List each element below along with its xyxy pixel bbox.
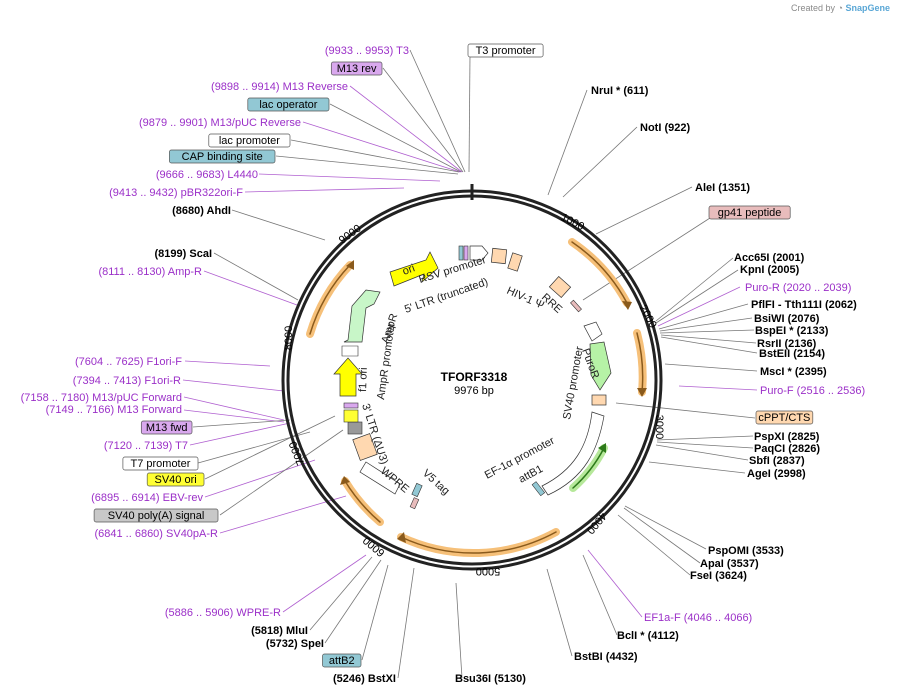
label-left-5-feature[interactable]: lac promoter	[219, 135, 280, 147]
label-left-26-box	[322, 653, 362, 668]
label-right-6-enzyme[interactable]: KpnI (2005)	[740, 264, 800, 276]
label-ori: ori	[401, 262, 417, 277]
label-left-11-primer[interactable]: (8111 .. 8130) Amp-R	[98, 266, 202, 278]
label-right-8-enzyme[interactable]: PflFI - Tth111I (2062)	[751, 299, 857, 311]
label-right-10-enzyme[interactable]: BspEI * (2133)	[755, 325, 829, 337]
label-ampr: AmpR	[379, 312, 400, 345]
label-left-16-feature[interactable]: M13 fwd	[146, 422, 188, 434]
label-left-25-enzyme[interactable]: (5732) SpeI	[266, 638, 324, 650]
label-f1-ori: f1 ori	[357, 367, 370, 392]
tick-label: 8000	[283, 326, 295, 350]
label-left-19-feature[interactable]: SV40 ori	[154, 474, 196, 486]
label-left-5-box	[208, 133, 291, 148]
label-left-13-primer[interactable]: (7394 .. 7413) F1ori-R	[73, 375, 181, 387]
label-left-26-feature[interactable]: attB2	[329, 655, 355, 667]
label-left-6-box	[169, 149, 276, 164]
label-right-19-enzyme[interactable]: AgeI (2998)	[747, 468, 806, 480]
label-left-2-primer[interactable]: (9898 .. 9914) M13 Reverse	[211, 81, 348, 93]
label-right-1-enzyme[interactable]: NruI * (611)	[591, 85, 649, 97]
label-left-18-feature[interactable]: T7 promoter	[130, 458, 190, 470]
label-right-4-feature[interactable]: gp41 peptide	[718, 207, 782, 219]
label-5-ltr: 5' LTR (truncated)	[403, 276, 490, 316]
label-right-24-enzyme[interactable]: BclI * (4112)	[617, 630, 679, 642]
label-left-0-primer[interactable]: (9933 .. 9953) T3	[325, 45, 409, 57]
label-left-10-enzyme[interactable]: (8199) ScaI	[155, 248, 212, 260]
label-right-26-enzyme[interactable]: Bsu36I (5130)	[455, 673, 526, 685]
inner-features	[333, 245, 612, 510]
label-left-1-feature[interactable]: M13 rev	[337, 63, 377, 75]
label-right-23-primer[interactable]: EF1a-F (4046 .. 4066)	[644, 612, 752, 624]
label-right-22-enzyme[interactable]: FseI (3624)	[690, 570, 747, 582]
label-left-17-primer[interactable]: (7120 .. 7139) T7	[104, 440, 188, 452]
label-left-21-box	[93, 508, 219, 523]
label-left-7-primer[interactable]: (9666 .. 9683) L4440	[156, 169, 258, 181]
label-right-5-enzyme[interactable]: Acc65I (2001)	[734, 252, 805, 264]
label-attb1: attB1	[517, 463, 545, 486]
label-left-22-primer[interactable]: (6841 .. 6860) SV40pA-R	[94, 528, 218, 540]
label-right-16-enzyme[interactable]: PspXI (2825)	[754, 431, 820, 443]
label-right-18-enzyme[interactable]: SbfI (2837)	[749, 455, 805, 467]
label-right-21-enzyme[interactable]: ApaI (3537)	[700, 558, 759, 570]
snapgene-brand: SnapGene	[845, 3, 890, 13]
label-right-0-feature[interactable]: T3 promoter	[476, 45, 536, 57]
label-left-24-enzyme[interactable]: (5818) MluI	[251, 625, 308, 637]
label-right-9-enzyme[interactable]: BsiWI (2076)	[754, 313, 820, 325]
label-left-4-primer[interactable]: (9879 .. 9901) M13/pUC Reverse	[139, 117, 301, 129]
leader-lines	[182, 49, 758, 679]
label-right-20-enzyme[interactable]: PspOMI (3533)	[708, 545, 784, 557]
plasmid-length: 9976 bp	[454, 385, 494, 397]
label-right-12-enzyme[interactable]: BstEII (2154)	[759, 348, 825, 360]
label-left-9-enzyme[interactable]: (8680) AhdI	[172, 205, 231, 217]
label-right-3-enzyme[interactable]: AleI (1351)	[695, 182, 750, 194]
label-right-13-enzyme[interactable]: MscI * (2395)	[760, 366, 827, 378]
label-left-1-box	[330, 61, 383, 76]
tick-label: 5000	[476, 565, 500, 577]
label-left-6-feature[interactable]: CAP binding site	[182, 151, 263, 163]
label-right-7-primer[interactable]: Puro-R (2020 .. 2039)	[745, 282, 851, 294]
label-left-16-box	[140, 420, 193, 435]
created-by-credit: Created by ◔ SnapGene	[791, 3, 890, 13]
label-right-14-primer[interactable]: Puro-F (2516 .. 2536)	[760, 385, 865, 397]
label-right-2-enzyme[interactable]: NotI (922)	[640, 122, 690, 134]
snapgene-logo-icon: ◔	[837, 3, 843, 13]
tick-label: 3000	[653, 415, 665, 439]
label-right-11-enzyme[interactable]: RsrII (2136)	[757, 338, 817, 350]
label-left-19-box	[146, 472, 205, 487]
label-left-8-primer[interactable]: (9413 .. 9432) pBR322ori-F	[109, 187, 243, 199]
label-right-17-enzyme[interactable]: PaqCI (2826)	[754, 443, 820, 455]
label-sv40-promoter: SV40 promoter	[561, 345, 586, 420]
label-left-14-primer[interactable]: (7158 .. 7180) M13/pUC Forward	[21, 392, 182, 404]
credit-text: Created by	[790, 3, 836, 13]
label-left-15-primer[interactable]: (7149 .. 7166) M13 Forward	[46, 404, 182, 416]
tick-label: 2000	[637, 303, 659, 330]
orf-arrows	[306, 238, 647, 558]
left-labels: (9933 .. 9953) T3 M13 rev (9898 .. 9914) M…	[21, 45, 409, 685]
tick-label: 1000	[559, 211, 586, 233]
label-right-25-enzyme[interactable]: BstBI (4432)	[574, 651, 638, 663]
label-left-23-primer[interactable]: (5886 .. 5906) WPRE-R	[165, 607, 281, 619]
label-left-21-feature[interactable]: SV40 poly(A) signal	[108, 510, 205, 522]
label-right-15-feature[interactable]: cPPT/CTS	[758, 412, 810, 424]
label-right-0-box	[467, 43, 544, 58]
label-left-20-primer[interactable]: (6895 .. 6914) EBV-rev	[91, 492, 203, 504]
label-left-18-box	[122, 456, 199, 471]
label-left-3-box	[247, 97, 330, 112]
tick-label: 6000	[361, 534, 387, 559]
label-left-27-enzyme[interactable]: (5246) BstXI	[333, 673, 396, 685]
label-right-15-box	[755, 410, 814, 425]
plasmid-name: TFORF3318	[441, 370, 508, 384]
label-left-12-primer[interactable]: (7604 .. 7625) F1ori-F	[75, 356, 182, 368]
label-left-3-feature[interactable]: lac operator	[259, 99, 317, 111]
label-v5-tag: V5 tag	[420, 467, 452, 497]
label-right-4-box	[708, 205, 791, 220]
